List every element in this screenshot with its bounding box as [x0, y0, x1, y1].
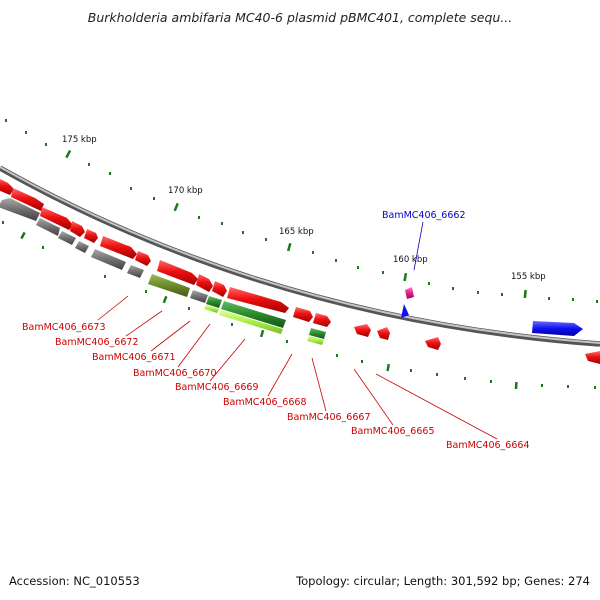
gene-inner-grey-5[interactable] [91, 249, 126, 270]
gene-outer-10[interactable] [212, 281, 227, 297]
gene-inner-grey-1[interactable] [0, 198, 40, 221]
accession-text: Accession: NC_010553 [9, 574, 140, 588]
gene-inner-red-4[interactable] [585, 351, 600, 364]
plasmid-backbone-highlight [0, 166, 600, 344]
gene-inner-green-2[interactable] [221, 301, 286, 328]
gene-label-6665[interactable]: BamMC406_6665 [351, 426, 434, 437]
gene-outer-3[interactable] [40, 207, 73, 230]
tick-label-175kbp: 175 kbp [62, 135, 97, 145]
gene-label-6662[interactable]: BamMC406_6662 [382, 210, 465, 221]
gene-inner-lime-2[interactable] [219, 310, 283, 334]
gene-label-6672[interactable]: BamMC406_6672 [55, 337, 138, 348]
gene-outer-1[interactable] [0, 178, 14, 195]
gene-inner-lime-3[interactable] [307, 336, 324, 345]
gene-inner-lime-1[interactable] [204, 305, 219, 313]
inner-tick-ring [2, 221, 596, 390]
tick-label-155kbp: 155 kbp [511, 272, 546, 282]
gene-outer-7[interactable] [135, 251, 151, 266]
gene-inner-grey-4[interactable] [75, 241, 89, 253]
gene-outer-12[interactable] [293, 307, 313, 322]
tick-label-170kbp: 170 kbp [168, 186, 203, 196]
gene-blue-large[interactable] [532, 321, 583, 336]
gene-label-6673[interactable]: BamMC406_6673 [22, 322, 105, 333]
gene-inner-red-1[interactable] [354, 324, 371, 337]
outer-tick-ring [5, 119, 598, 303]
gene-outer-6[interactable] [100, 236, 137, 259]
gene-inner-grey-6[interactable] [127, 265, 144, 278]
label-leader-lines [97, 221, 498, 440]
gene-inner-red-2[interactable] [377, 327, 390, 340]
gene-inner-green-1[interactable] [206, 296, 222, 308]
gene-magenta[interactable] [405, 287, 414, 299]
gene-label-6668[interactable]: BamMC406_6668 [223, 397, 306, 408]
gene-outer-8[interactable] [157, 260, 198, 285]
gene-inner-grey-2[interactable] [36, 218, 60, 236]
gene-outer-5[interactable] [84, 229, 98, 243]
inner-strand-genes [0, 198, 600, 364]
gene-label-6671[interactable]: BamMC406_6671 [92, 352, 175, 363]
gene-inner-grey-7[interactable] [190, 290, 208, 303]
gene-inner-grey-3[interactable] [58, 231, 76, 245]
gene-outer-13[interactable] [313, 313, 331, 327]
gene-inner-green-3[interactable] [309, 328, 326, 339]
tick-label-165kbp: 165 kbp [279, 227, 314, 237]
gene-outer-2[interactable] [11, 188, 44, 211]
gene-outer-4[interactable] [70, 221, 85, 237]
map-title: Burkholderia ambifaria MC40-6 plasmid pB… [87, 10, 513, 25]
gene-inner-olive[interactable] [148, 274, 190, 297]
gene-inner-red-3[interactable] [425, 337, 441, 350]
gene-outer-11[interactable] [227, 287, 289, 313]
gene-label-6670[interactable]: BamMC406_6670 [133, 368, 216, 379]
gene-label-6664[interactable]: BamMC406_6664 [446, 440, 529, 451]
tick-label-160kbp: 160 kbp [393, 255, 428, 265]
outer-strand-genes [0, 178, 331, 327]
gene-blue-arrowhead[interactable] [401, 304, 409, 318]
topology-text: Topology: circular; Length: 301,592 bp; … [296, 574, 590, 588]
gene-label-6667[interactable]: BamMC406_6667 [287, 412, 370, 423]
gene-label-6669[interactable]: BamMC406_6669 [175, 382, 258, 393]
gene-outer-9[interactable] [196, 274, 213, 292]
